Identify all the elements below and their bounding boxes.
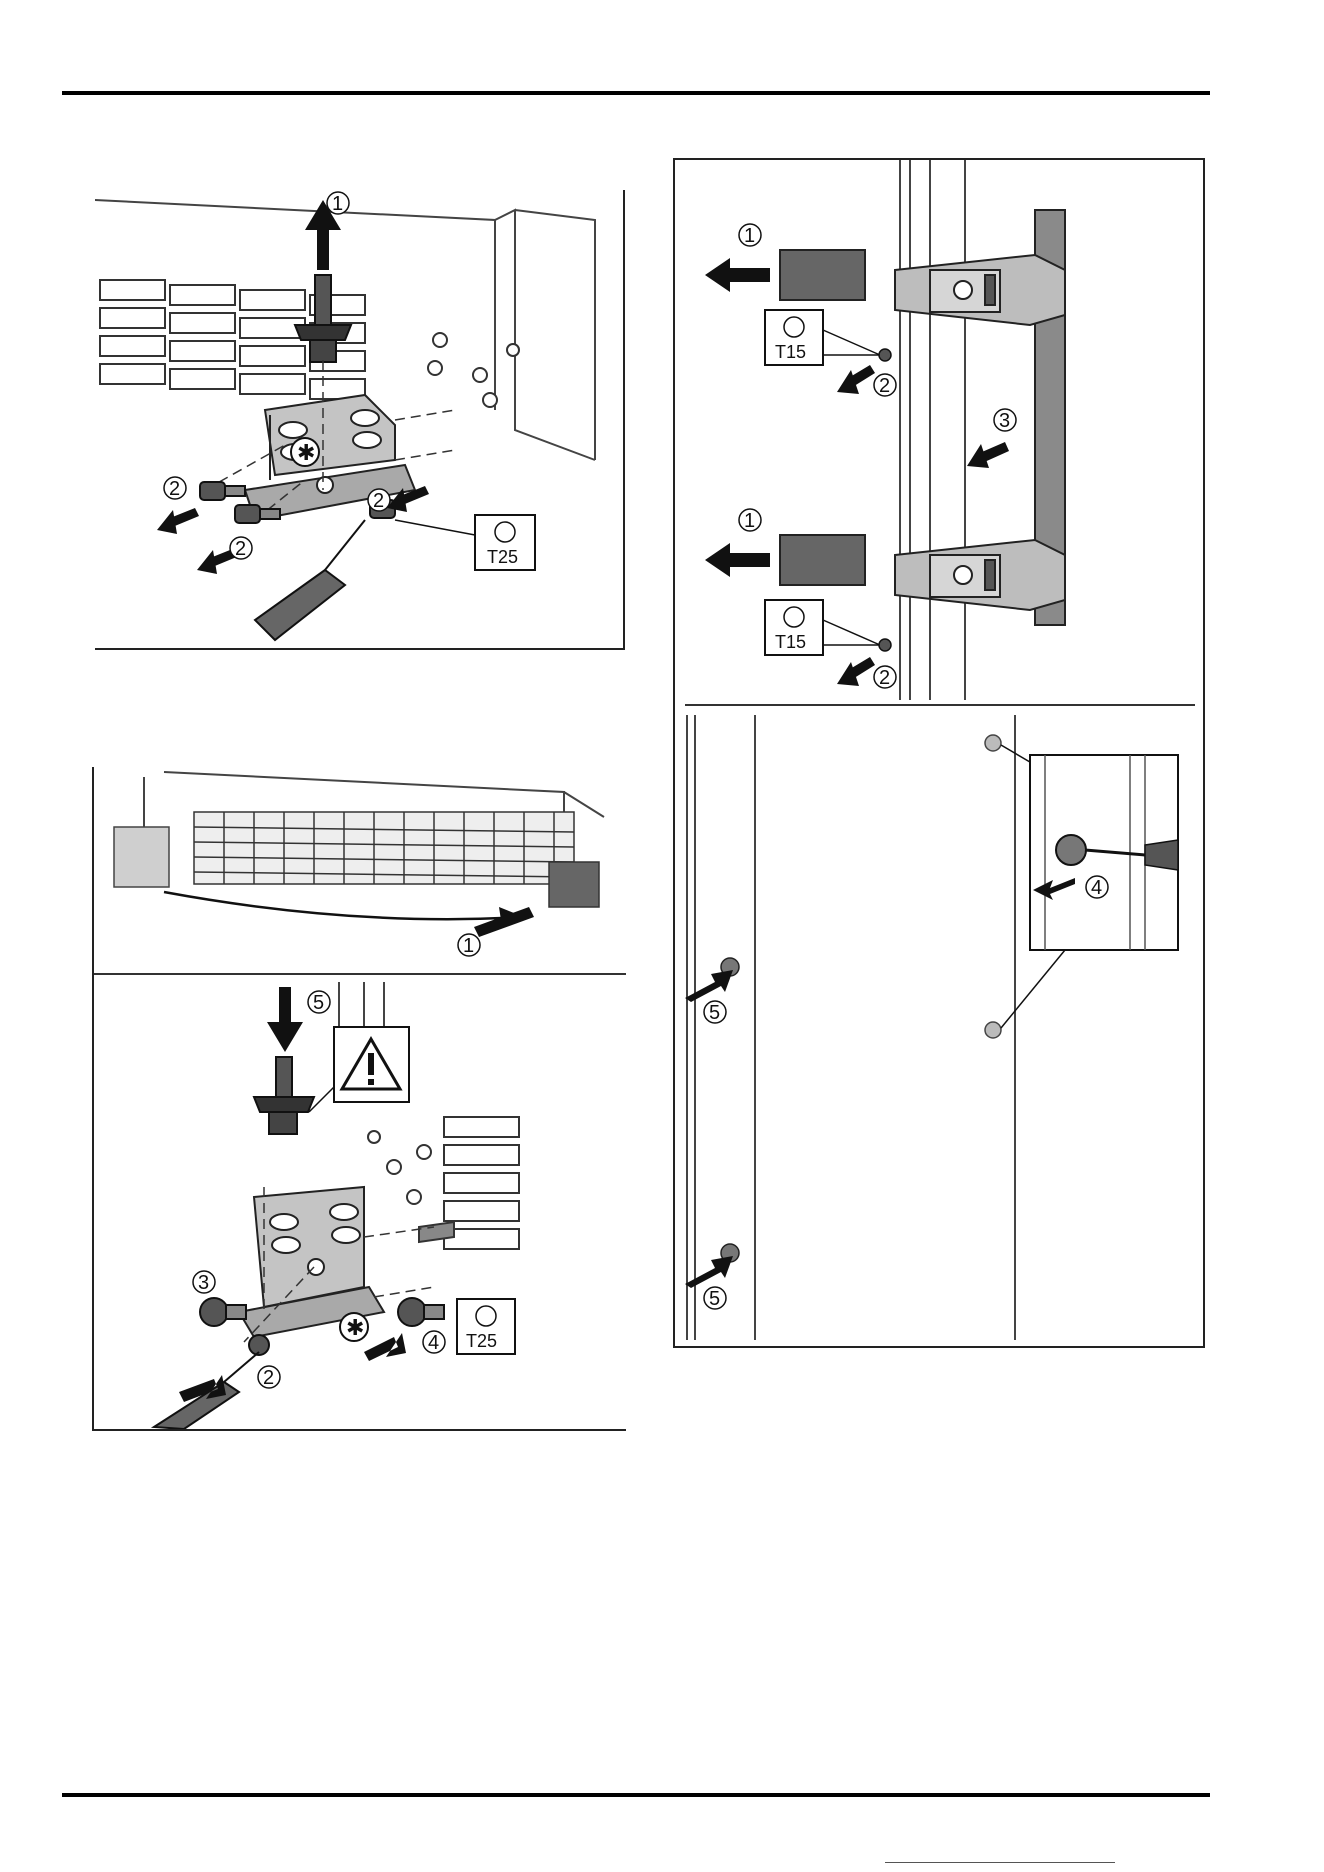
plug-icon [1056,835,1086,865]
footer-rule [62,1793,1210,1797]
step-2-label: 2 [879,375,890,397]
step-5-label: 5 [709,1288,720,1310]
handle-cover-bottom [780,535,865,585]
tool-label: T25 [466,1331,497,1351]
step-2-label: 2 [169,478,180,500]
step-4-label: 4 [428,1332,439,1354]
handle-cover-top [780,250,865,300]
step-1-label: 1 [744,510,755,532]
cover-cap-target [549,862,599,907]
step-1-label: 1 [744,225,755,247]
step-4-label: 4 [1091,877,1102,899]
svg-text:✱: ✱ [297,440,315,465]
screw-icon [879,639,891,651]
tool-label: T15 [775,342,806,362]
arrow-in-icon [685,970,733,1002]
footer-mark [885,1862,1115,1863]
tool-label: T25 [487,547,518,567]
arrow-out-icon [705,258,770,292]
torx-icon [784,317,804,337]
figure-handle-removal: 1 T15 2 3 1 T15 2 4 [673,158,1205,1348]
torx-icon [495,522,515,542]
screw-icon [879,349,891,361]
arrow-out-icon [967,442,1009,468]
vent-grille-wide [194,812,574,884]
step-2-label: 2 [373,490,384,512]
cover-cap [114,827,169,887]
step-2-label: 2 [879,667,890,689]
hinge-removal-illustration: ✱ 1 2 2 2 T25 [95,190,623,648]
step-2-label: 2 [235,538,246,560]
step-5-label: 5 [709,1002,720,1024]
handle-removal-illustration: 1 T15 2 3 1 T15 2 4 [675,160,1203,1346]
arrow-in-icon [364,1333,406,1361]
hinge-reinstall-illustration: 1 5 ✱ [94,767,626,1429]
torx-icon [476,1306,496,1326]
step-1-label: 1 [463,935,474,957]
arrow-out-icon [837,365,875,394]
torx-icon [784,607,804,627]
vent-grille-side [444,1117,519,1249]
arrow-out-icon [837,657,875,686]
step-3-label: 3 [999,410,1010,432]
handle-mount-bottom [895,540,1065,610]
screwdriver-icon [255,520,365,640]
arrow-out-icon [705,543,770,577]
tool-label: T15 [775,632,806,652]
handle-mount-top [895,255,1065,325]
screwdriver-icon [1145,840,1178,870]
hinge-pin [254,1057,314,1134]
step-2-label: 2 [263,1367,274,1389]
header-rule [62,91,1210,95]
step-1-label: 1 [332,193,343,215]
figure-hinge-removal: ✱ 1 2 2 2 T25 [95,190,625,650]
step-3-label: 3 [198,1272,209,1294]
arrow-out-icon [157,508,199,534]
arrow-down-icon [267,987,303,1052]
arrow-in-icon [685,1256,733,1288]
step-5-label: 5 [313,992,324,1014]
svg-text:✱: ✱ [346,1315,364,1340]
figure-hinge-reinstall: 1 5 ✱ [92,767,626,1431]
